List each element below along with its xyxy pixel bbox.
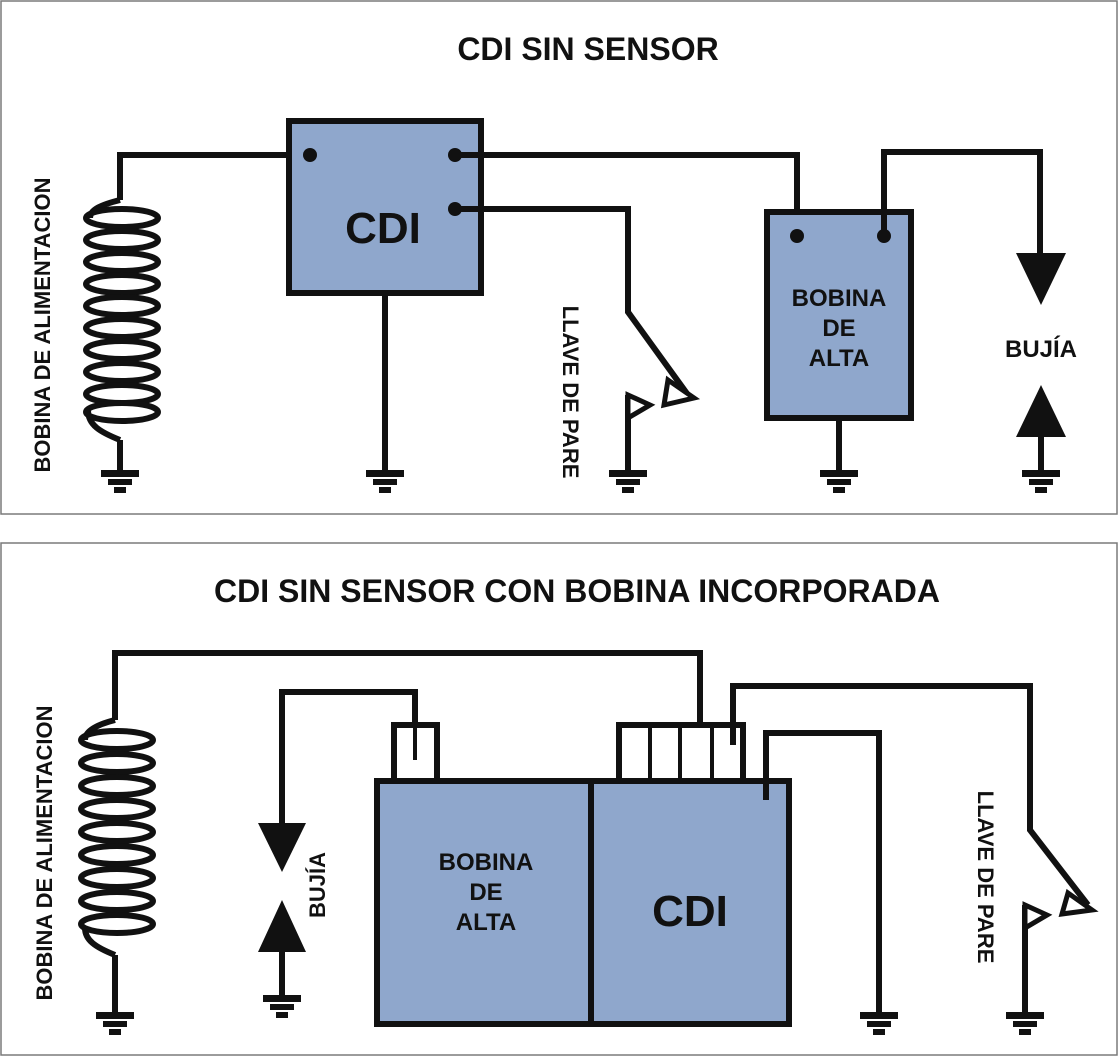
top-hv-coil-label-line-2: DE: [822, 315, 855, 342]
bottom-feed-coil: [81, 650, 703, 1012]
top-coil-label: BOBINA DE ALIMENTACION: [30, 178, 55, 473]
top-hv-coil-label-line-1: BOBINA: [792, 285, 887, 312]
top-panel-title: CDI SIN SENSOR: [457, 31, 718, 67]
top-spark-plug-label: BUJÍA: [1005, 335, 1077, 363]
top-panel: [0, 0, 1118, 515]
bottom-hv-coil-label-line-1: BOBINA: [439, 849, 534, 876]
bottom-combined-unit: [374, 778, 792, 1027]
bottom-spark-plug-label: BUJÍA: [305, 852, 330, 918]
top-hv-coil-label-line-3: ALTA: [809, 345, 869, 372]
terminal-dot: [303, 148, 317, 162]
terminal-dot: [790, 229, 804, 243]
bottom-hv-coil-label-line-3: ALTA: [456, 909, 516, 936]
top-spark-plug-icon: [881, 149, 1066, 470]
bottom-stop-switch-icon: [1022, 802, 1099, 1012]
top-stop-switch-icon: [455, 206, 701, 470]
bottom-coil-label: BOBINA DE ALIMENTACION: [32, 706, 57, 1001]
bottom-panel-title: CDI SIN SENSOR CON BOBINA INCORPORADA: [214, 573, 940, 609]
bottom-spark-plug-icon: [258, 689, 418, 995]
top-cdi-label: CDI: [345, 204, 421, 253]
top-feed-coil: [86, 152, 310, 470]
bottom-stop-switch-label: LLAVE DE PARE: [973, 791, 998, 964]
top-hv-coil: [764, 209, 914, 421]
bottom-hv-coil-label-line-2: DE: [469, 879, 502, 906]
top-stop-switch-label: LLAVE DE PARE: [558, 306, 583, 479]
bottom-cdi-label: CDI: [652, 887, 728, 936]
